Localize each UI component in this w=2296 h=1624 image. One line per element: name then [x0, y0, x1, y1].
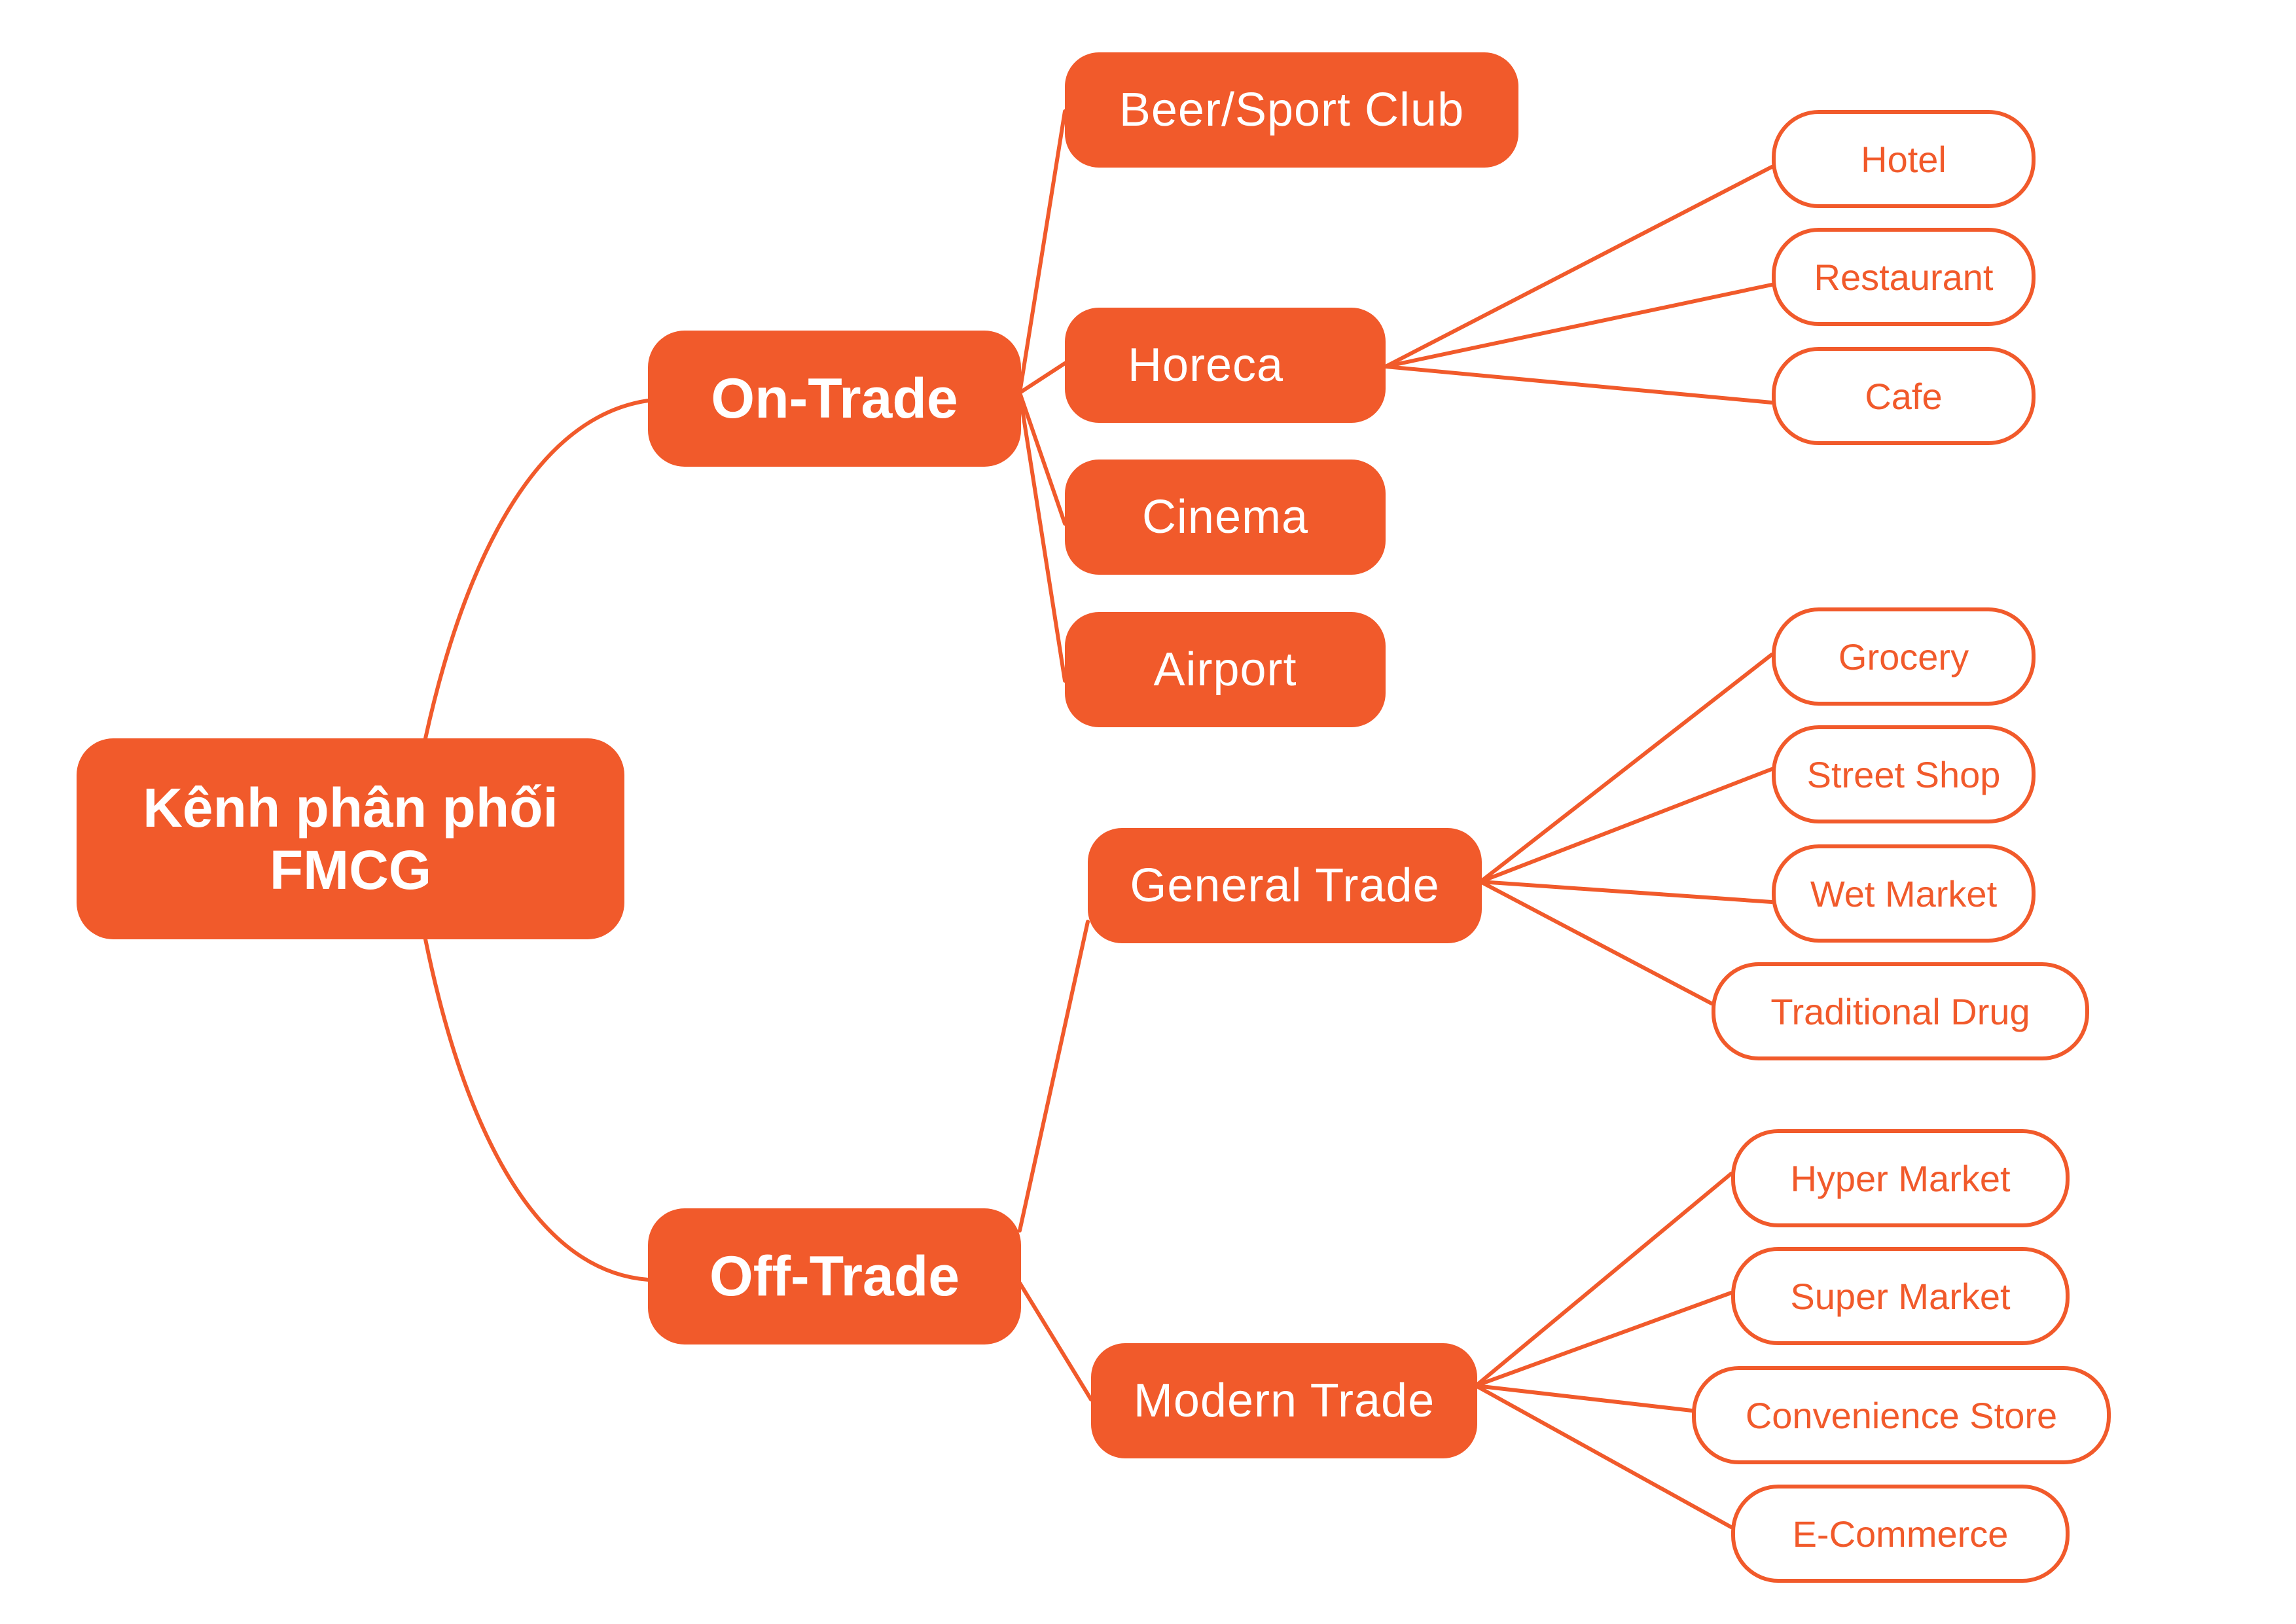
horeca-label: Horeca [1128, 339, 1284, 391]
super-market-node: Super Market [1731, 1247, 2070, 1345]
horeca-restaurant-connector [1384, 283, 1774, 369]
general-wet-connector [1479, 880, 1774, 904]
horeca-node: Horeca [1065, 308, 1386, 423]
hyper-market-node: Hyper Market [1731, 1129, 2070, 1227]
wet-market-label: Wet Market [1810, 873, 1998, 914]
hyper-market-label: Hyper Market [1790, 1157, 2011, 1199]
on-trade-node: On-Trade [648, 331, 1021, 467]
on-trade-label: On-Trade [711, 367, 958, 430]
cinema-node: Cinema [1065, 460, 1386, 575]
on-trade-airport-connector [1018, 391, 1067, 683]
cinema-label: Cinema [1141, 491, 1309, 543]
cafe-node: Cafe [1772, 347, 2036, 445]
modern-trade-node: Modern Trade [1091, 1343, 1477, 1458]
airport-label: Airport [1153, 643, 1297, 696]
airport-node: Airport [1065, 612, 1386, 727]
e-commerce-node: E-Commerce [1731, 1485, 2070, 1583]
off-trade-general-connector [1018, 920, 1090, 1233]
on-trade-horeca-connector [1018, 361, 1067, 395]
street-shop-label: Street Shop [1806, 753, 2001, 795]
beer-sport-club-node: Beer/Sport Club [1065, 52, 1518, 168]
convenience-store-node: Convenience Store [1692, 1366, 2111, 1464]
general-trade-node: General Trade [1088, 828, 1482, 943]
convenience-store-label: Convenience Store [1745, 1394, 2058, 1436]
grocery-node: Grocery [1772, 607, 2036, 706]
cafe-label: Cafe [1865, 375, 1943, 417]
grocery-label: Grocery [1838, 636, 1969, 677]
root-label-line1: Kênh phân phối [143, 777, 558, 839]
general-grocery-connector [1479, 653, 1774, 884]
off-trade-label: Off-Trade [709, 1244, 960, 1308]
modern-convenience-connector [1474, 1384, 1694, 1413]
restaurant-node: Restaurant [1772, 228, 2036, 326]
hotel-label: Hotel [1861, 138, 1946, 180]
modern-ecommerce-connector [1474, 1384, 1733, 1529]
beer-sport-club-label: Beer/Sport Club [1119, 84, 1465, 136]
modern-hyper-connector [1474, 1172, 1733, 1388]
general-street-connector [1479, 767, 1774, 884]
root-node: Kênh phân phối FMCG [77, 738, 624, 939]
root-label-line2: FMCG [269, 839, 432, 901]
horeca-cafe-connector [1384, 365, 1774, 405]
restaurant-label: Restaurant [1814, 256, 1994, 298]
wet-market-node: Wet Market [1772, 844, 2036, 943]
general-drug-connector [1479, 880, 1713, 1005]
off-trade-node: Off-Trade [648, 1208, 1021, 1344]
horeca-hotel-connector [1384, 165, 1774, 369]
hotel-node: Hotel [1772, 110, 2036, 208]
street-shop-node: Street Shop [1772, 725, 2036, 823]
traditional-drug-label: Traditional Drug [1770, 990, 2030, 1032]
general-trade-label: General Trade [1130, 859, 1440, 912]
modern-super-connector [1474, 1291, 1733, 1388]
on-trade-cinema-connector [1018, 391, 1067, 526]
on-trade-beer-connector [1018, 109, 1067, 395]
root-off-trade-connector [423, 937, 650, 1282]
root-on-trade-connector [423, 399, 650, 740]
super-market-label: Super Market [1790, 1275, 2011, 1317]
traditional-drug-node: Traditional Drug [1712, 962, 2089, 1060]
modern-trade-label: Modern Trade [1133, 1375, 1435, 1427]
e-commerce-label: E-Commerce [1792, 1513, 2009, 1555]
off-trade-modern-connector [1018, 1281, 1093, 1401]
